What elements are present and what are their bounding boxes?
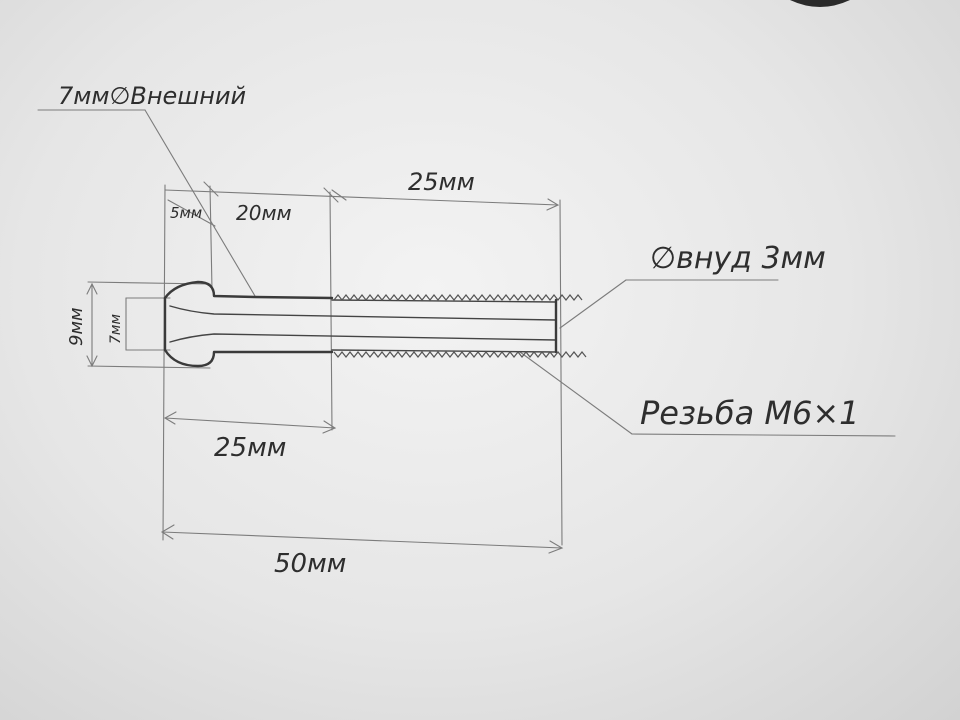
head-bottom-outline <box>163 348 334 368</box>
dimension-lines <box>37 109 896 554</box>
left-length-label: 25мм <box>214 433 286 463</box>
right-extension-line <box>559 199 563 546</box>
total-dimension-line <box>161 531 563 549</box>
thread-leader-diag <box>519 351 633 435</box>
bore-bottom-line <box>169 333 557 343</box>
thread-teeth-bottom <box>333 351 587 358</box>
neck-length-label: 20мм <box>236 201 292 225</box>
labels: 7мм∅Внешний ∅внуд 3мм Резьба М6×1 5мм 20… <box>58 82 860 579</box>
head-top-outline <box>163 280 334 300</box>
nozzle-part <box>163 280 587 368</box>
arrow-total-a <box>160 524 175 540</box>
thread-start-extension-line <box>329 191 333 431</box>
top-dimension-line <box>164 189 559 206</box>
total-length-label: 50мм <box>274 549 346 579</box>
corner-shadow <box>790 0 850 7</box>
arrow-head-top <box>86 282 98 295</box>
head-width-label: 5мм <box>170 204 202 222</box>
thread-leader-h <box>631 433 896 437</box>
arrow-head-bottom <box>86 355 98 368</box>
inner-diameter-label: ∅внуд 3мм <box>650 241 826 276</box>
lower-left-dimension-line <box>164 417 336 429</box>
head-width-slant <box>167 199 216 227</box>
tick-3 <box>331 189 347 201</box>
arrow-total-b <box>548 540 564 554</box>
thread-length-label: 25мм <box>408 168 475 196</box>
outer-diameter-label: 7мм∅Внешний <box>58 82 246 110</box>
arrow-lower-left-b <box>322 420 337 434</box>
head-height-label: 9мм <box>66 307 87 346</box>
thread-major-bottom <box>331 349 557 353</box>
head-inner-label: 7мм <box>108 314 124 344</box>
thread-major-top <box>331 299 557 303</box>
arrow-lower-left-a <box>163 411 177 425</box>
tick-1 <box>203 181 219 197</box>
left-extension-line <box>162 184 166 541</box>
tick-2 <box>323 187 339 203</box>
head-bottom-extension <box>87 365 211 369</box>
thread-label: Резьба М6×1 <box>640 394 860 432</box>
arrow-top-right <box>546 198 560 211</box>
bore-top-line <box>169 305 557 321</box>
head-extension-line <box>209 185 213 291</box>
outer-diameter-leader-diag <box>144 109 256 297</box>
inner-diameter-leader-diag <box>559 279 627 329</box>
thread-teeth-top <box>333 294 583 301</box>
